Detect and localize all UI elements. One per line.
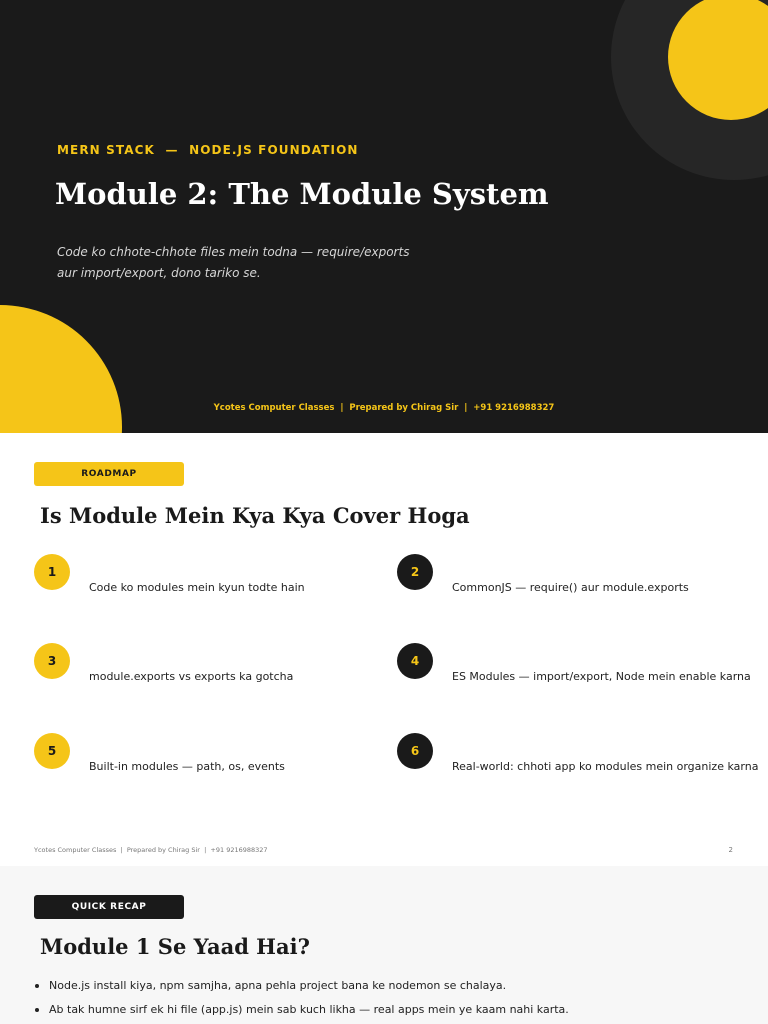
slide-title: Module 2: The Module System	[55, 177, 549, 211]
page-number: 2	[728, 846, 733, 854]
slide-footer: Ycotes Computer Classes | Prepared by Ch…	[34, 846, 268, 854]
list-item: Ab tak humne sirf ek hi file (app.js) me…	[34, 1003, 734, 1024]
item-number-badge: 1	[34, 554, 70, 590]
list-item-text: Ab tak humne sirf ek hi file (app.js) me…	[49, 1003, 569, 1016]
roadmap-item: 6 Real-world: chhoti app ko modules mein…	[397, 733, 768, 773]
recap-list: Node.js install kiya, npm samjha, apna p…	[34, 979, 734, 1024]
roadmap-item: 3 module.exports vs exports ka gotcha	[34, 643, 414, 683]
hero-footer: Ycotes Computer Classes | Prepared by Ch…	[213, 403, 555, 413]
roadmap-tag: ROADMAP	[34, 462, 184, 486]
item-text: CommonJS — require() aur module.exports	[452, 581, 689, 594]
item-text: module.exports vs exports ka gotcha	[89, 670, 294, 683]
roadmap-slide: ROADMAP Is Module Mein Kya Kya Cover Hog…	[0, 433, 768, 866]
decorative-circle-bottom	[0, 305, 122, 433]
item-text: Code ko modules mein kyun todte hain	[89, 581, 305, 594]
subtitle-line-2: aur import/export, dono tariko se.	[57, 266, 261, 280]
bullet-icon	[35, 984, 39, 988]
course-eyebrow: MERN STACK — NODE.JS FOUNDATION	[57, 143, 359, 157]
list-item-text: Node.js install kiya, npm samjha, apna p…	[49, 979, 507, 992]
item-number-badge: 2	[397, 554, 433, 590]
list-item: Node.js install kiya, npm samjha, apna p…	[34, 979, 734, 1003]
title-slide: MERN STACK — NODE.JS FOUNDATION Module 2…	[0, 0, 768, 433]
item-number-badge: 4	[397, 643, 433, 679]
slide-subtitle: Code ko chhote-chhote files mein todna —…	[57, 242, 417, 284]
roadmap-item: 5 Built-in modules — path, os, events	[34, 733, 414, 773]
roadmap-title: Is Module Mein Kya Kya Cover Hoga	[40, 503, 470, 528]
item-text: ES Modules — import/export, Node mein en…	[452, 670, 751, 683]
roadmap-item: 4 ES Modules — import/export, Node mein …	[397, 643, 768, 683]
item-number-badge: 3	[34, 643, 70, 679]
decorative-circle-top	[668, 0, 768, 120]
recap-title: Module 1 Se Yaad Hai?	[40, 934, 310, 959]
item-number-badge: 5	[34, 733, 70, 769]
roadmap-item: 2 CommonJS — require() aur module.export…	[397, 554, 768, 594]
item-text: Real-world: chhoti app ko modules mein o…	[452, 760, 759, 773]
item-number-badge: 6	[397, 733, 433, 769]
item-text: Built-in modules — path, os, events	[89, 760, 285, 773]
recap-slide: QUICK RECAP Module 1 Se Yaad Hai? Node.j…	[0, 866, 768, 1024]
roadmap-item: 1 Code ko modules mein kyun todte hain	[34, 554, 414, 594]
subtitle-line-1: Code ko chhote-chhote files mein todna —…	[57, 245, 410, 259]
recap-tag: QUICK RECAP	[34, 895, 184, 919]
bullet-icon	[35, 1008, 39, 1012]
